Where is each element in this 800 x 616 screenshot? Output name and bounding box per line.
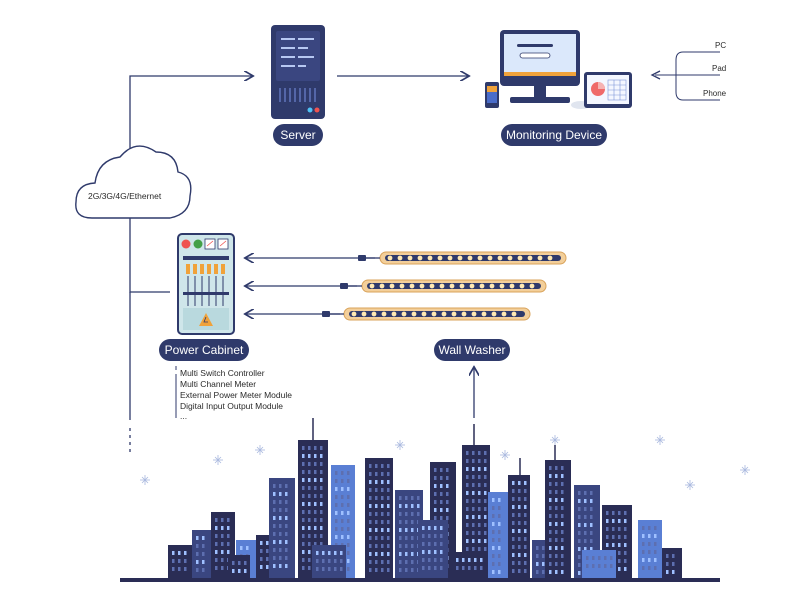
wall-washer-bar-icon: [322, 307, 531, 321]
building-icon: [168, 545, 194, 578]
cloud-label: 2G/3G/4G/Ethernet: [88, 191, 162, 201]
building-icon: [582, 550, 616, 578]
building-icon: [488, 492, 508, 578]
server-label: Server: [273, 124, 323, 146]
module-item: Digital Input Output Module: [180, 401, 284, 411]
building-icon: [418, 520, 448, 578]
module-item: ...: [180, 411, 188, 421]
monitoring-device-label: Monitoring Device: [501, 124, 607, 146]
building-icon: [228, 555, 250, 578]
device-arrow-icon: [650, 70, 661, 80]
device-pc: PC: [715, 41, 727, 50]
connectors: [129, 51, 720, 455]
building-icon: [365, 458, 393, 578]
sparkle-icon: [655, 435, 665, 445]
sparkle-icon: [740, 465, 750, 475]
device-phone: Phone: [703, 89, 727, 98]
building-icon: [545, 460, 571, 578]
building-icon: [638, 520, 662, 578]
module-item: Multi Channel Meter: [180, 379, 257, 389]
device-pad: Pad: [712, 64, 727, 73]
city-skyline: [120, 418, 750, 582]
wall-washer-bar-icon: [340, 279, 547, 293]
module-item: External Power Meter Module: [180, 390, 292, 400]
building-icon: [312, 545, 346, 578]
monitoring-device-icon: [485, 30, 632, 109]
building-icon: [452, 552, 488, 578]
sparkle-icon: [255, 445, 265, 455]
wall-washer-group: [322, 251, 567, 321]
cloud-icon: [75, 145, 192, 219]
sparkle-icon: [140, 475, 150, 485]
wall-washer-bar-icon: [358, 251, 567, 265]
building-icon: [508, 475, 530, 578]
sparkle-icon: [395, 440, 405, 450]
sparkle-icon: [213, 455, 223, 465]
sparkle-icon: [550, 435, 560, 445]
module-item: Multi Switch Controller: [180, 368, 265, 378]
sparkle-icon: [500, 450, 510, 460]
power-cabinet-icon: [177, 233, 235, 335]
wall-washer-label: Wall Washer: [434, 339, 510, 361]
ground-strip: [120, 578, 720, 582]
sparkle-icon: [685, 480, 695, 490]
building-icon: [602, 505, 632, 578]
server-icon: [271, 25, 325, 119]
building-icon: [662, 548, 682, 578]
building-icon: [269, 478, 295, 578]
building-icon: [192, 530, 212, 578]
power-cabinet-label: Power Cabinet: [159, 339, 249, 361]
